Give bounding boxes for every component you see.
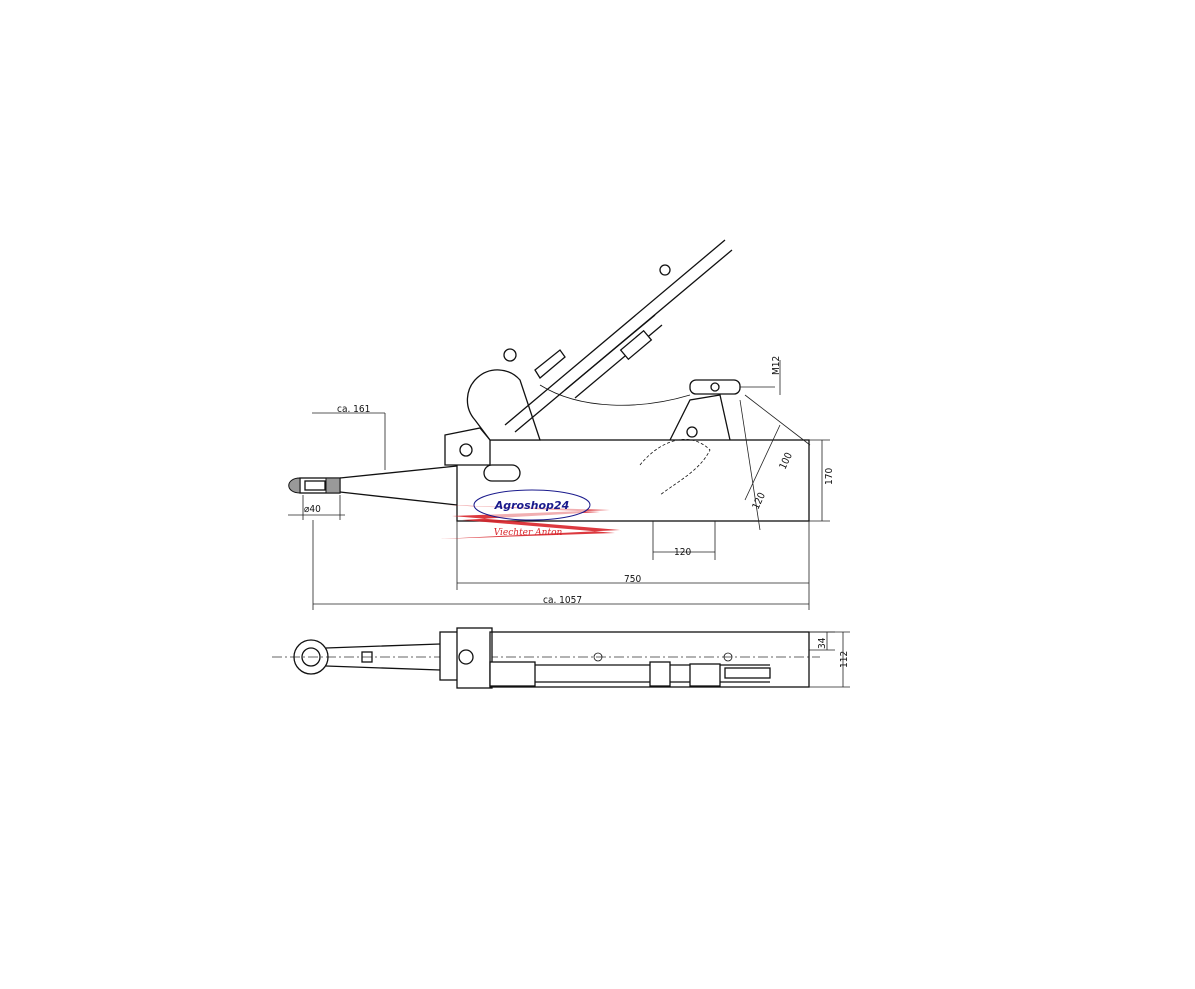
slot <box>483 464 521 482</box>
dim-bolt: M12 <box>771 356 782 375</box>
towing-eye-top <box>293 639 329 675</box>
dim-frame-length: 750 <box>624 574 641 585</box>
watermark-owner: Viechter Anton <box>494 528 563 538</box>
top-view: 34 112 <box>272 627 850 689</box>
watermark-shop: Agroshop24 <box>494 499 570 512</box>
damper <box>564 314 663 399</box>
side-view: ca. 161 ⌀40 170 120 120 100 M12 750 ca. … <box>288 239 835 610</box>
dim-eye-diameter: ⌀40 <box>304 504 321 515</box>
dim-bracket-diag-b: 100 <box>778 451 795 471</box>
agroshop-watermark: Agroshop24 Viechter Anton <box>440 489 620 539</box>
dim-bracket-diag-a: 120 <box>751 491 768 511</box>
dim-overhang: ca. 161 <box>337 404 370 415</box>
gear-sector <box>466 369 541 441</box>
drawbar <box>339 465 458 506</box>
pivot-block <box>444 427 491 466</box>
rear-bracket <box>669 394 731 441</box>
dim-frame-height: 170 <box>824 468 835 485</box>
brake-cable <box>539 384 691 406</box>
dim-overall-length: ca. 1057 <box>543 595 582 606</box>
handbrake-lever <box>504 239 733 433</box>
dim-outer-width: 112 <box>839 651 850 668</box>
frame-body <box>456 439 810 522</box>
dim-bracket-width: 120 <box>674 547 691 558</box>
dimension-lines <box>288 360 830 610</box>
frame-top <box>489 631 810 688</box>
drawbar-top <box>325 643 441 671</box>
dim-inner-width: 34 <box>817 637 828 649</box>
